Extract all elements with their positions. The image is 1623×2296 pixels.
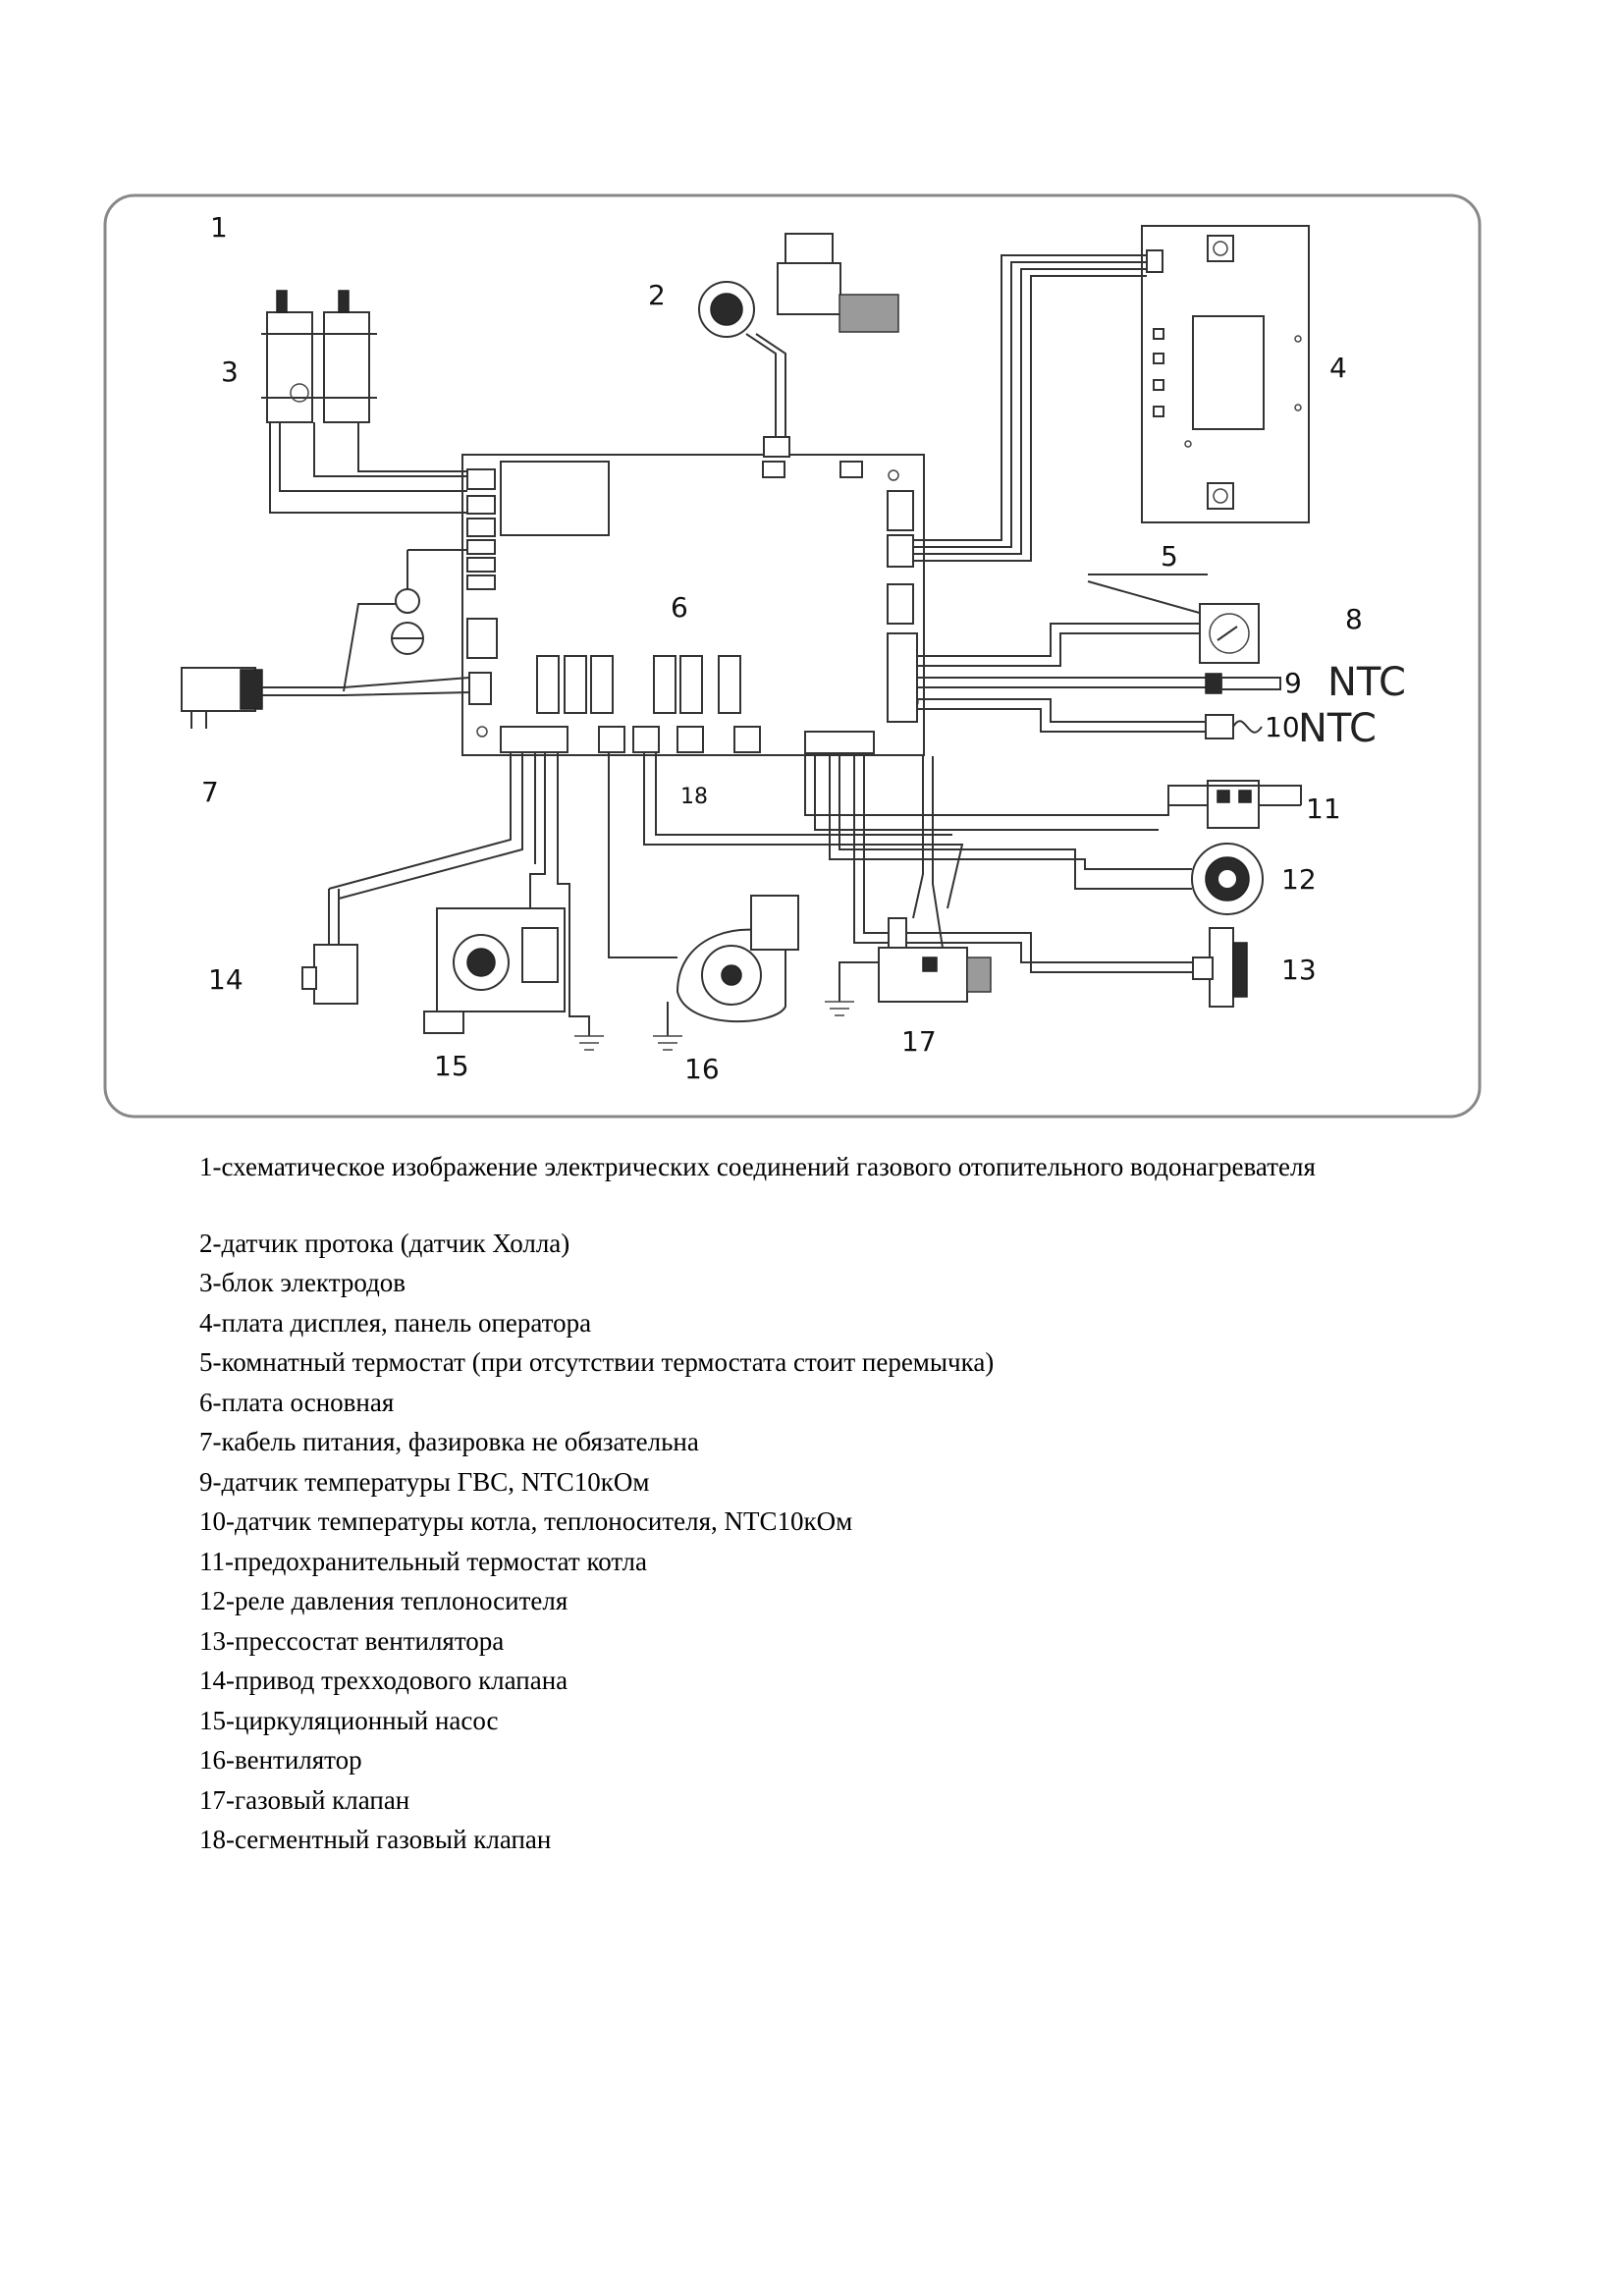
label-14: 14 <box>208 963 243 996</box>
gas-valve <box>878 917 992 1003</box>
label-4: 4 <box>1329 352 1347 384</box>
legend-item: 1-схематическое изображение электрически… <box>199 1152 1316 1181</box>
label-ntc-10: NTC <box>1298 706 1377 751</box>
label-10: 10 <box>1265 711 1300 743</box>
ntc-sensor-10 <box>917 698 1263 739</box>
circulation-pump <box>423 907 566 1034</box>
label-18: 18 <box>680 785 708 809</box>
diagram-frame <box>103 193 1482 1119</box>
legend-item: 12-реле давления теплоносителя <box>199 1586 568 1615</box>
label-3: 3 <box>221 355 239 388</box>
legend-list: 1-схематическое изображение электрически… <box>199 1147 1574 1860</box>
legend-item: 11-предохранительный термостат котла <box>199 1546 647 1576</box>
legend-item: 5-комнатный термостат (при отсутствии те… <box>199 1347 995 1377</box>
label-11: 11 <box>1306 793 1341 825</box>
label-1: 1 <box>210 211 228 244</box>
label-5: 5 <box>1161 540 1178 573</box>
legend-item: 16-вентилятор <box>199 1745 362 1775</box>
label-12: 12 <box>1281 863 1317 896</box>
legend-item: 7-кабель питания, фазировка не обязатель… <box>199 1427 699 1456</box>
legend-item: 10-датчик температуры котла, теплоносите… <box>199 1506 853 1536</box>
label-7: 7 <box>201 776 219 808</box>
ntc-sensor-9 <box>917 673 1281 694</box>
flow-sensor <box>698 233 899 458</box>
legend-item: 6-плата основная <box>199 1387 395 1417</box>
wiring-diagram: 1 2 3 4 5 6 7 8 9 NTC 10 NTC 11 12 13 14… <box>103 193 1482 1119</box>
electrode-block <box>261 290 377 423</box>
legend-item: 4-плата дисплея, панель оператора <box>199 1307 592 1338</box>
legend-item: 17-газовый клапан <box>199 1784 410 1815</box>
main-board <box>461 454 925 756</box>
room-thermostat <box>1087 574 1260 664</box>
label-8: 8 <box>1345 603 1363 635</box>
legend-item: 18-сегментный газовый клапан <box>199 1825 552 1854</box>
diverter-valve-actuator <box>301 889 358 1005</box>
safety-thermostat <box>1168 780 1301 829</box>
fan-pressostat <box>1192 927 1248 1008</box>
label-ntc-9: NTC <box>1327 660 1406 705</box>
label-15: 15 <box>434 1050 469 1082</box>
legend-item: 9-датчик температуры ГВС, NTC10кОм <box>199 1466 650 1497</box>
label-2: 2 <box>648 279 666 311</box>
power-cable <box>181 603 470 729</box>
legend-item: 2-датчик протока (датчик Холла) <box>199 1228 570 1258</box>
label-6: 6 <box>671 591 688 624</box>
label-9: 9 <box>1284 667 1302 699</box>
legend-item: 14-привод трехходового клапана <box>199 1666 568 1695</box>
label-17: 17 <box>901 1025 937 1058</box>
label-16: 16 <box>684 1053 720 1085</box>
display-board <box>1141 225 1310 523</box>
ground-connector <box>391 549 467 655</box>
legend-item: 13-прессостат вентилятора <box>199 1625 505 1656</box>
fan <box>676 895 799 1023</box>
pressure-switch <box>1191 843 1264 915</box>
label-13: 13 <box>1281 954 1317 986</box>
legend-item: 15-циркуляционный насос <box>199 1705 499 1735</box>
legend-item: 3-блок электродов <box>199 1268 406 1297</box>
